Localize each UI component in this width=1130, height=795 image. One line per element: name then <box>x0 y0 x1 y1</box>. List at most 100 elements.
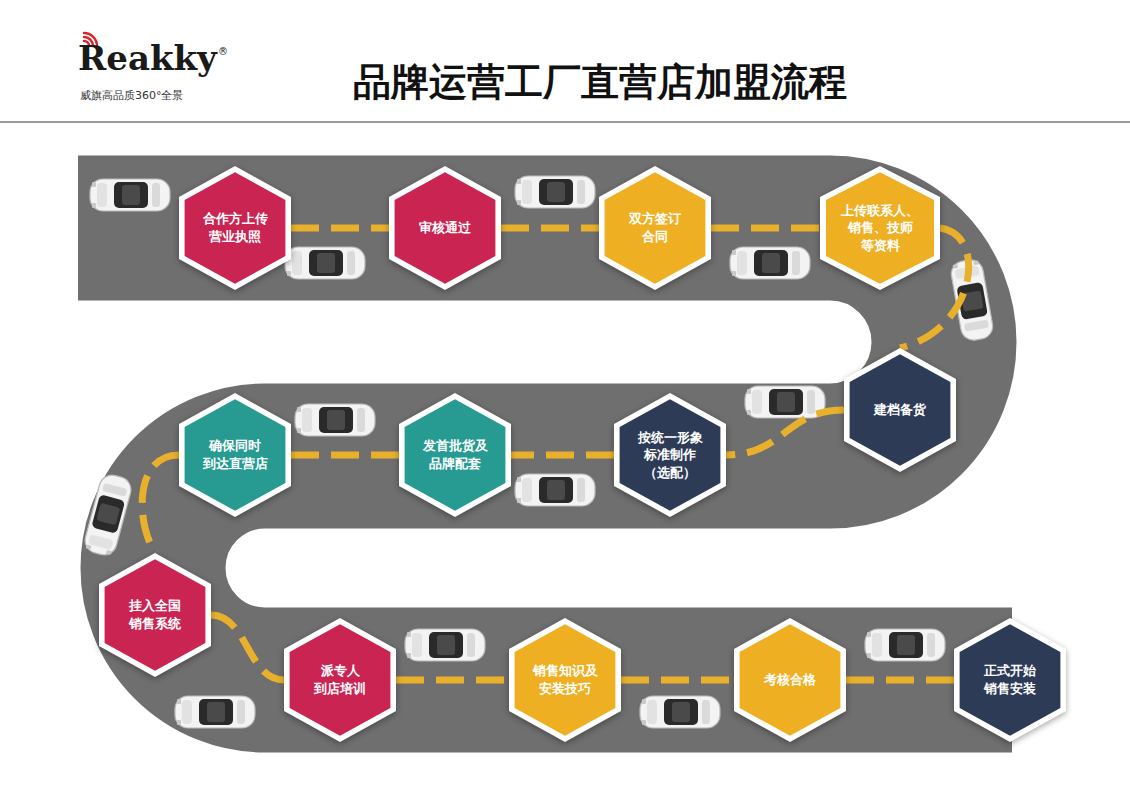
header-rule <box>0 121 1130 123</box>
car <box>82 472 134 558</box>
process-hexagon: 建档备货 <box>844 348 956 472</box>
hexagon-border <box>820 166 940 290</box>
node-text: 销售知识及 安装技巧 <box>530 662 600 697</box>
road-dash-connector <box>726 410 844 455</box>
process-hexagon: 双方签订 合同 <box>599 166 711 290</box>
node-text-group: 审核通过 <box>410 219 480 237</box>
hexagon-fill <box>290 624 391 736</box>
node-text: 正式开始 销售安装 <box>980 662 1040 697</box>
process-hexagon: 派专人 到店培训 <box>284 618 396 742</box>
node-text-group: 考核合格 <box>755 671 825 689</box>
hexagon-fill <box>105 559 206 671</box>
node-text: 建档备货 <box>865 401 935 419</box>
diagram-title: 品牌运营工厂直营店加盟流程 <box>180 60 1020 106</box>
node-text: 按统一形象 标准制作 （选配） <box>635 429 705 482</box>
road-dash-connector <box>291 452 399 459</box>
hexagon-shape <box>179 166 291 290</box>
car <box>515 176 595 208</box>
hexagon-border <box>509 618 621 742</box>
car <box>405 629 485 661</box>
hexagon-shape <box>284 618 396 742</box>
node-text: 派专人 到店培训 <box>310 662 370 697</box>
process-hexagon: 正式开始 销售安装 <box>954 618 1066 742</box>
road-dash-connector <box>621 677 734 684</box>
road-dash-connector <box>396 677 509 684</box>
hexagon-fill <box>185 172 286 284</box>
hexagon-border <box>734 618 846 742</box>
node-text-group: 挂入全国 销售系统 <box>125 597 185 632</box>
node-text: 挂入全国 销售系统 <box>125 597 185 632</box>
car <box>640 696 720 728</box>
hexagon-shape <box>179 393 291 517</box>
hexagon-border <box>614 393 726 517</box>
hexagon-fill <box>740 624 841 736</box>
car <box>175 696 255 728</box>
road-dash-connector <box>291 225 389 232</box>
hexagon-fill <box>850 354 951 466</box>
hexagon-border <box>399 393 511 517</box>
hexagon-shape <box>399 393 511 517</box>
process-hexagon: 销售知识及 安装技巧 <box>509 618 621 742</box>
process-hexagon: 考核合格 <box>734 618 846 742</box>
brand-logo-text: Reakky <box>78 38 217 78</box>
node-text-group: 派专人 到店培训 <box>310 662 370 697</box>
road <box>78 228 1012 680</box>
car <box>295 404 375 436</box>
hexagon-fill <box>826 172 934 284</box>
node-text-group: 按统一形象 标准制作 （选配） <box>635 429 705 482</box>
node-text-group: 上传联系人、 销售、技师 等资料 <box>838 202 922 255</box>
hexagon-fill <box>515 624 616 736</box>
hexagon-border <box>179 166 291 290</box>
process-hexagon: 挂入全国 销售系统 <box>99 553 211 677</box>
hexagon-shape <box>599 166 711 290</box>
hexagon-shape <box>99 553 211 677</box>
car <box>515 474 595 506</box>
node-text-group: 建档备货 <box>865 401 935 419</box>
process-hexagon: 确保同时 到达直营店 <box>179 393 291 517</box>
car <box>285 247 365 279</box>
node-text-group: 双方签订 合同 <box>625 210 685 245</box>
brand-slogan: 威旗高品质360°全景 <box>80 88 184 103</box>
hexagon-fill <box>405 399 506 511</box>
node-text-group: 正式开始 销售安装 <box>980 662 1040 697</box>
node-text: 确保同时 到达直营店 <box>200 437 270 472</box>
node-text: 发首批货及 品牌配套 <box>420 437 490 472</box>
hexagon-border <box>179 393 291 517</box>
process-hexagon: 审核通过 <box>389 166 501 290</box>
car <box>730 247 810 279</box>
hexagon-border <box>599 166 711 290</box>
hexagon-border <box>954 618 1066 742</box>
car <box>745 386 825 418</box>
hexagon-border <box>284 618 396 742</box>
process-hexagon: 上传联系人、 销售、技师 等资料 <box>820 166 940 290</box>
node-text: 上传联系人、 销售、技师 等资料 <box>838 202 922 255</box>
hexagon-border <box>99 553 211 677</box>
hexagon-fill <box>605 172 706 284</box>
road-dash-connector <box>711 225 820 232</box>
node-text-group: 销售知识及 安装技巧 <box>530 662 600 697</box>
road-dash-connector <box>511 452 614 459</box>
process-hexagon: 按统一形象 标准制作 （选配） <box>614 393 726 517</box>
road-dash-connector <box>846 677 954 684</box>
node-text: 考核合格 <box>755 671 825 689</box>
node-text: 双方签订 合同 <box>625 210 685 245</box>
hexagon-fill <box>185 399 286 511</box>
node-text-group: 合作方上传 营业执照 <box>200 210 270 245</box>
road-dash-connector <box>211 615 284 680</box>
hexagon-border <box>844 348 956 472</box>
registered-mark: ® <box>218 46 228 57</box>
road-dash-connector <box>501 225 599 232</box>
process-hexagon: 合作方上传 营业执照 <box>179 166 291 290</box>
node-text-group: 确保同时 到达直营店 <box>200 437 270 472</box>
node-text: 审核通过 <box>410 219 480 237</box>
hexagon-fill <box>960 624 1061 736</box>
road-dash-connector <box>142 455 179 553</box>
hexagon-fill <box>620 399 721 511</box>
node-text-group: 发首批货及 品牌配套 <box>420 437 490 472</box>
node-text: 合作方上传 营业执照 <box>200 210 270 245</box>
process-hexagon: 发首批货及 品牌配套 <box>399 393 511 517</box>
hexagon-fill <box>395 172 496 284</box>
hexagon-shape <box>954 618 1066 742</box>
car <box>90 179 170 211</box>
